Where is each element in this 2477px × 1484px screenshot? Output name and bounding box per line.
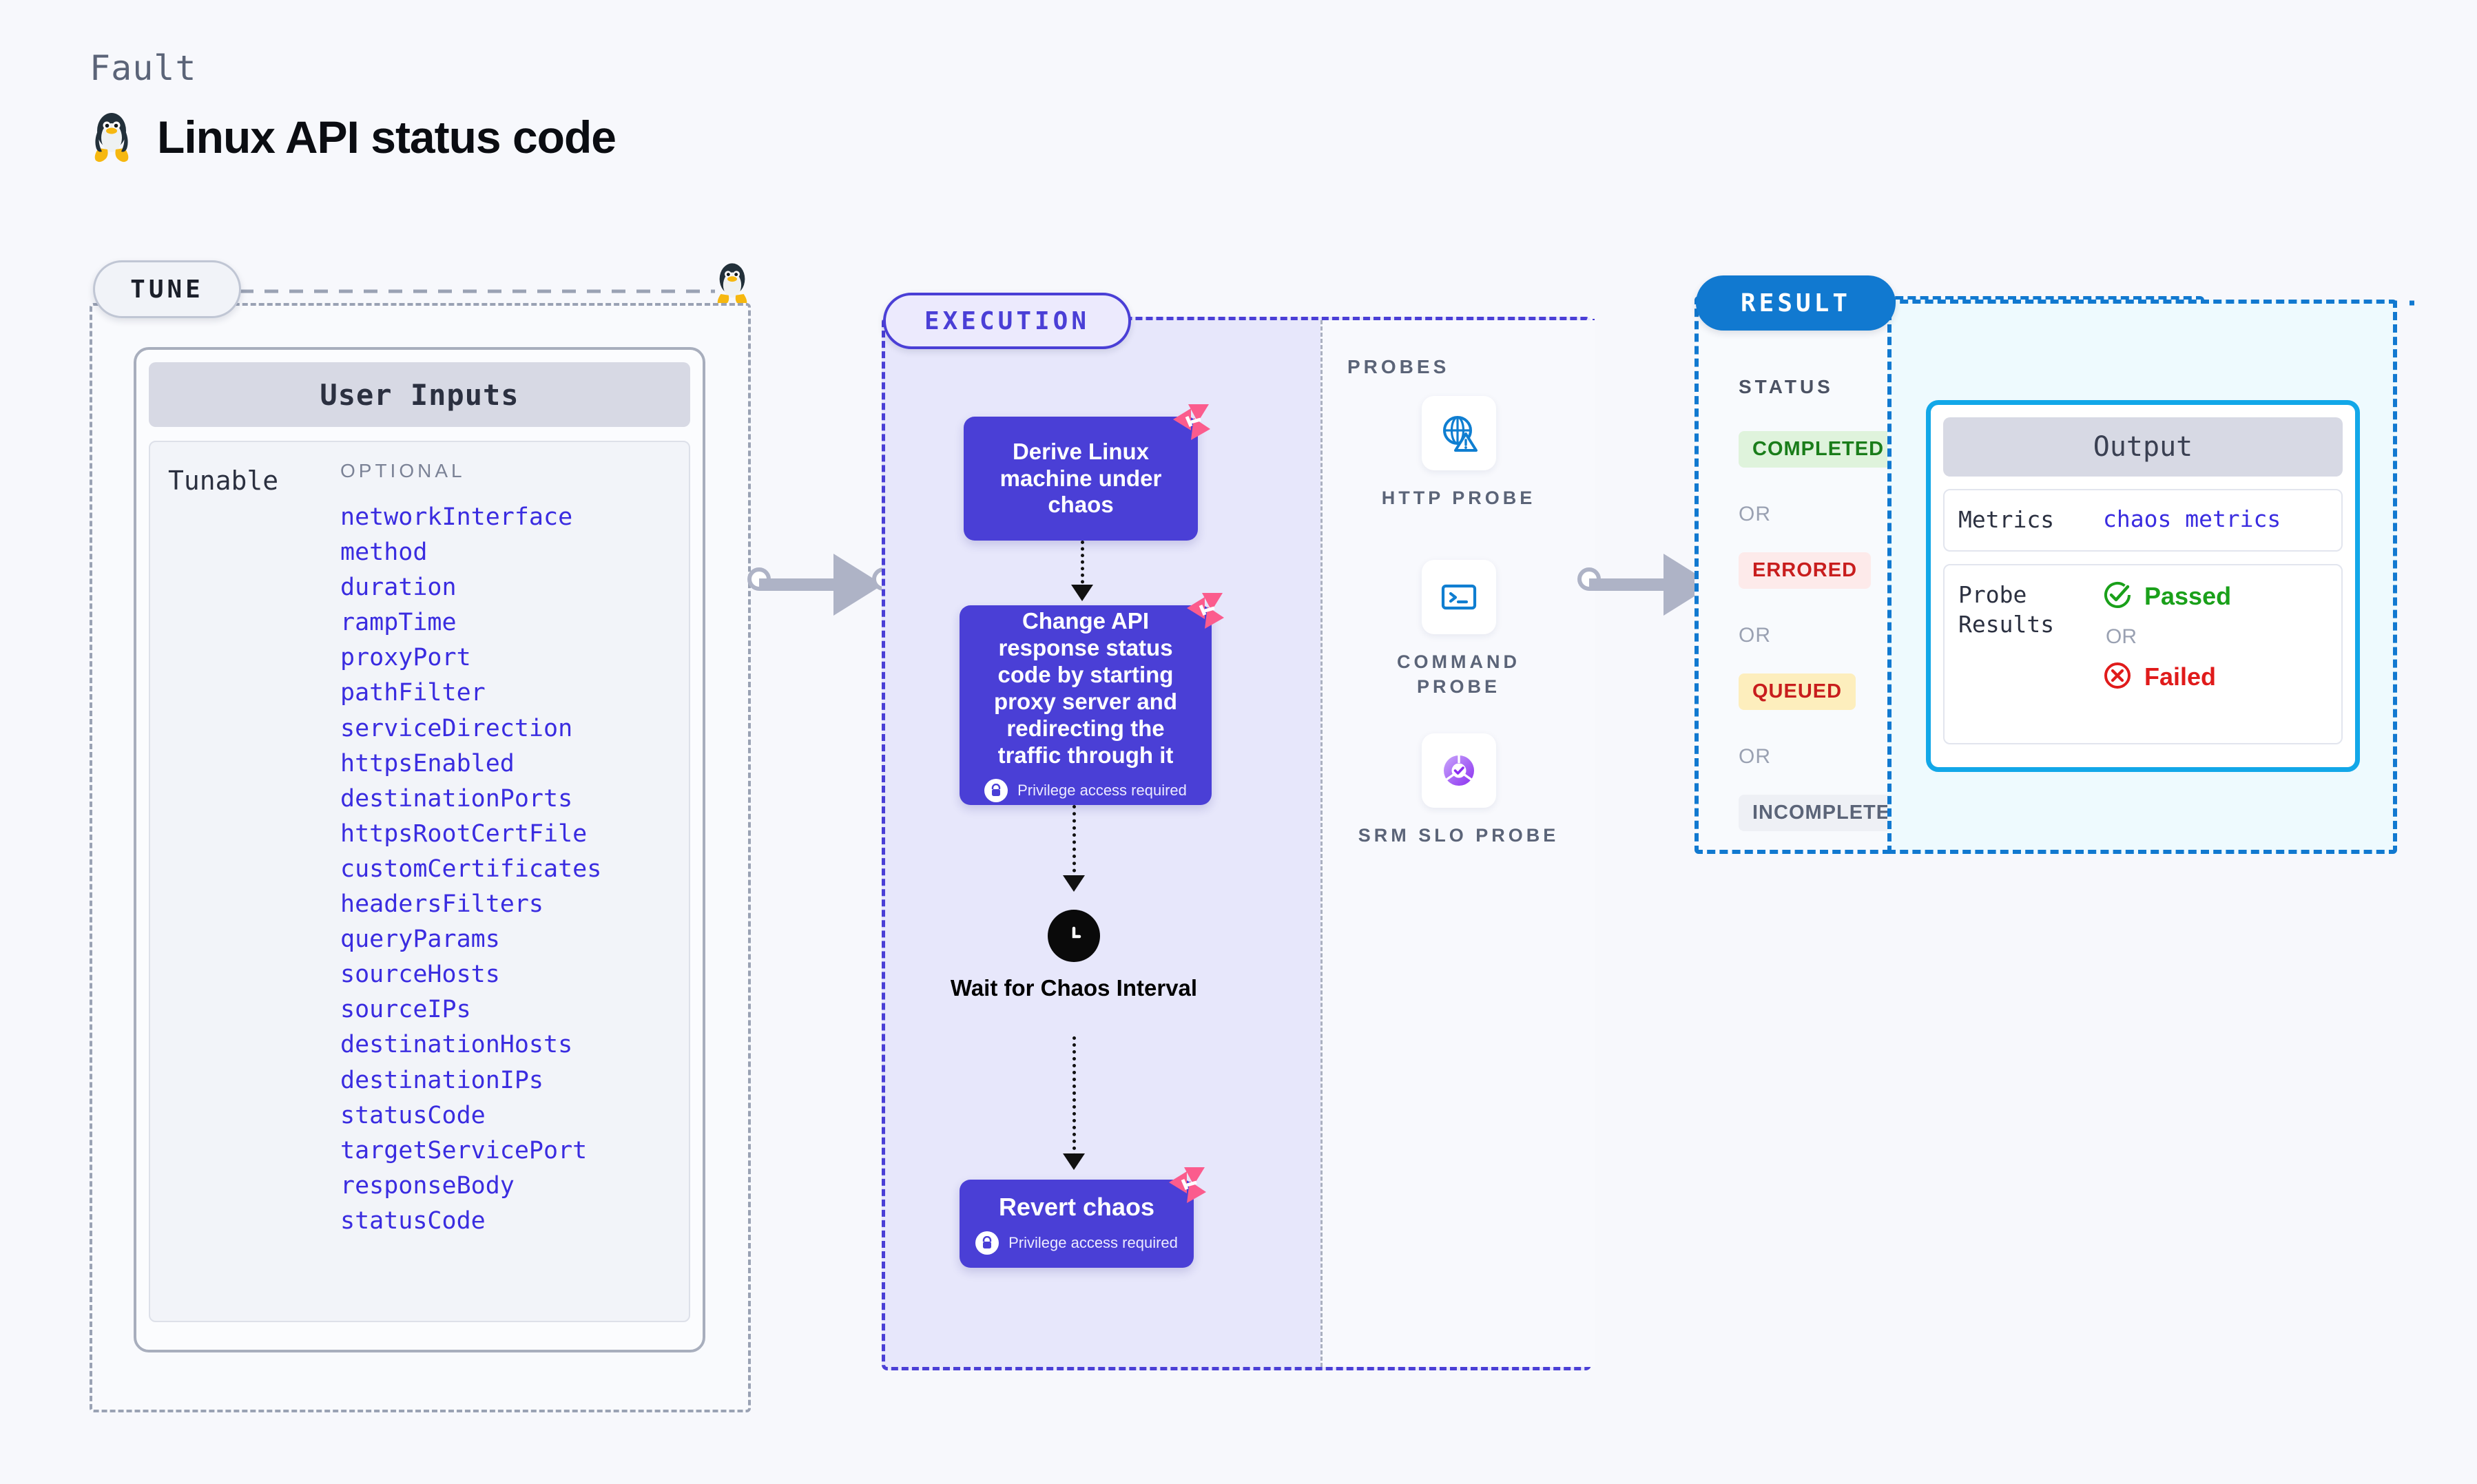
tunable-item[interactable]: customCertificates xyxy=(340,855,602,883)
privilege-text: Privilege access required xyxy=(1008,1234,1178,1252)
tunable-item[interactable]: targetServicePort xyxy=(340,1136,588,1164)
tunable-items-list: networkInterface method duration rampTime pr… xyxy=(340,500,682,1239)
lock-icon xyxy=(975,1231,999,1255)
tunable-label: Tunable xyxy=(168,466,279,496)
tunable-item[interactable]: httpsEnabled xyxy=(340,749,515,777)
execution-node-derive-machine[interactable]: Derive Linux machine under chaos xyxy=(964,404,1210,541)
privilege-text: Privilege access required xyxy=(1017,781,1187,799)
globe-warning-icon xyxy=(1421,396,1496,470)
linux-penguin-icon xyxy=(90,110,134,164)
metrics-key: Metrics xyxy=(1958,506,2055,533)
tunable-item[interactable]: method xyxy=(340,539,428,567)
tunable-item[interactable]: responseBody xyxy=(340,1171,515,1200)
status-or-separator: OR xyxy=(1739,503,1771,525)
execution-node-title: Change API response status code by start… xyxy=(994,608,1177,768)
tunable-item[interactable]: httpsRootCertFile xyxy=(340,819,588,848)
tunable-item[interactable]: sourceIPs xyxy=(340,996,471,1024)
wait-for-chaos-interval-label: Wait for Chaos Interval xyxy=(950,975,1198,1001)
probe-results-key-text: Probe Results xyxy=(1958,581,2055,638)
execution-section-pill[interactable]: EXECUTION xyxy=(883,293,1131,349)
tunable-item[interactable]: destinationIPs xyxy=(340,1066,544,1094)
status-or-separator: OR xyxy=(1739,624,1771,647)
tunable-item[interactable]: queryParams xyxy=(340,926,500,954)
check-circle-icon xyxy=(2103,581,2132,613)
tunable-item[interactable]: statusCode xyxy=(340,1101,486,1129)
output-section-panel: Output Metrics chaos metrics Probe Resul… xyxy=(1887,300,2397,854)
tunable-inputs-body: Tunable OPTIONAL networkInterface method d… xyxy=(149,441,690,1322)
probe-result-failed: Failed xyxy=(2103,661,2231,693)
tunable-item[interactable]: statusCode xyxy=(340,1206,486,1235)
privilege-note: Privilege access required xyxy=(984,778,1187,802)
probe-result-or: OR xyxy=(2106,625,2137,648)
tunable-item[interactable]: headersFilters xyxy=(340,890,544,919)
flow-line-2 xyxy=(1072,805,1076,879)
terminal-icon xyxy=(1421,560,1496,634)
execution-node-change-status-code[interactable]: Change API response status code by start… xyxy=(960,593,1224,805)
flow-arrow-1 xyxy=(1071,585,1093,601)
probe-label: SRM SLO PROBE xyxy=(1358,825,1559,846)
probe-srm-slo[interactable]: SRM SLO PROBE xyxy=(1356,733,1562,848)
probe-label: HTTP PROBE xyxy=(1381,488,1536,508)
tunable-item[interactable]: rampTime xyxy=(340,609,457,637)
flow-arrow-3 xyxy=(1063,1153,1085,1170)
status-badge: COMPLETED xyxy=(1739,431,1898,468)
optional-label: OPTIONAL xyxy=(340,460,466,481)
tunable-item[interactable]: networkInterface xyxy=(340,503,573,531)
page-title: Linux API status code xyxy=(157,112,616,163)
metrics-value-link[interactable]: chaos metrics xyxy=(2103,505,2281,532)
status-badge: QUEUED xyxy=(1739,673,1856,710)
output-row-probe-results: Probe Results Passed OR xyxy=(1943,563,2343,744)
x-circle-icon xyxy=(2103,661,2132,693)
flow-line-3 xyxy=(1072,1036,1076,1157)
tunable-item[interactable]: pathFilter xyxy=(340,679,486,707)
execution-node-revert-chaos[interactable]: Revert chaos Privilege access required xyxy=(960,1167,1206,1268)
chaos-badge-icon xyxy=(1169,1167,1206,1203)
execution-section-panel: Derive Linux machine under chaos Change … xyxy=(882,317,1595,1370)
status-or-separator: OR xyxy=(1739,745,1771,768)
tunable-item[interactable]: destinationHosts xyxy=(340,1031,573,1059)
clock-icon xyxy=(1048,910,1100,962)
tune-section-panel: User Inputs Tunable OPTIONAL networkInte… xyxy=(90,303,751,1412)
status-badge: ERRORED xyxy=(1739,552,1872,589)
output-row-metrics: Metrics chaos metrics xyxy=(1943,489,2343,552)
passed-label: Passed xyxy=(2144,582,2232,611)
flow-line-1 xyxy=(1081,541,1084,590)
probe-command[interactable]: COMMAND PROBE xyxy=(1356,560,1562,700)
connector-tune-to-execution xyxy=(747,544,895,627)
probe-results-key: Probe Results xyxy=(1958,581,2103,728)
tunable-item[interactable]: duration xyxy=(340,574,457,602)
probe-http[interactable]: HTTP PROBE xyxy=(1356,396,1562,510)
slo-donut-check-icon xyxy=(1421,733,1496,808)
lock-icon xyxy=(984,778,1008,802)
chaos-badge-icon xyxy=(1187,593,1224,629)
result-section-pill[interactable]: RESULT xyxy=(1696,275,1896,331)
flow-arrow-2 xyxy=(1063,875,1085,892)
page-title-row: Linux API status code xyxy=(90,110,616,164)
status-label: STATUS xyxy=(1739,376,1834,397)
probe-label: COMMAND PROBE xyxy=(1397,651,1520,698)
tune-connector-line xyxy=(240,289,715,293)
probe-result-passed: Passed xyxy=(2103,581,2231,613)
execution-node-title: Derive Linux machine under chaos xyxy=(999,438,1162,518)
tunable-item[interactable]: proxyPort xyxy=(340,644,471,672)
tunable-item[interactable]: destinationPorts xyxy=(340,784,573,813)
tunable-item[interactable]: sourceHosts xyxy=(340,961,500,989)
tunable-item[interactable]: serviceDirection xyxy=(340,714,573,742)
fault-eyebrow-label: Fault xyxy=(90,48,197,88)
user-inputs-header: User Inputs xyxy=(149,362,690,427)
probes-label: PROBES xyxy=(1347,356,1450,377)
output-card-header: Output xyxy=(1943,417,2343,477)
tune-section-pill[interactable]: TUNE xyxy=(93,260,241,318)
probes-area: PROBES HTTP PROBE xyxy=(1320,320,1595,1367)
failed-label: Failed xyxy=(2144,662,2217,691)
optional-column: OPTIONAL networkInterface method duration r… xyxy=(340,460,682,1321)
probe-results-values: Passed OR Failed xyxy=(2103,581,2231,728)
chaos-badge-icon xyxy=(1173,404,1210,440)
output-card: Output Metrics chaos metrics Probe Resul… xyxy=(1926,400,2360,772)
privilege-note: Privilege access required xyxy=(975,1231,1178,1255)
execution-node-title: Revert chaos xyxy=(998,1192,1155,1221)
user-inputs-card: User Inputs Tunable OPTIONAL networkInte… xyxy=(134,347,705,1352)
